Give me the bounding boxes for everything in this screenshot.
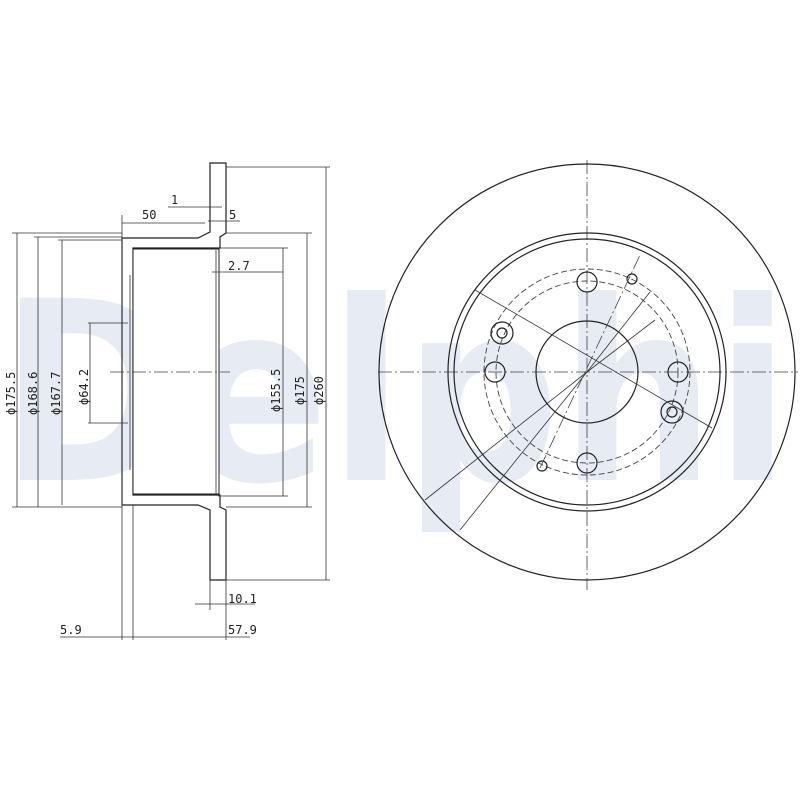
dim-2-7: 2.7: [228, 259, 250, 273]
center-bore: [535, 320, 639, 424]
dim-phi-64-2: ϕ64.2: [77, 369, 91, 405]
threaded-hole: [660, 400, 684, 424]
threaded-hole: [490, 321, 514, 345]
dim-57-9: 57.9: [228, 623, 257, 637]
small-hole: [536, 460, 548, 472]
dim-phi-175: ϕ175: [293, 376, 307, 405]
small-hole: [626, 273, 638, 285]
dim-5: 5: [229, 208, 236, 222]
dim-phi-155-5: ϕ155.5: [269, 369, 283, 412]
delphi-watermark: Delphi: [0, 248, 790, 539]
dim-10-1: 10.1: [228, 592, 257, 606]
dim-50: 50: [142, 208, 156, 222]
bolt-hole: [576, 452, 598, 474]
dim-5-9: 5.9: [60, 623, 82, 637]
dim-phi-175-5: ϕ175.5: [4, 372, 18, 415]
dim-phi-260: ϕ260: [312, 376, 326, 405]
dim-phi-167-7: ϕ167.7: [49, 372, 63, 415]
front-view: [378, 160, 798, 590]
dim-phi-168-6: ϕ168.6: [26, 372, 40, 415]
bolt-hole: [484, 361, 506, 383]
side-section-view: 1 50 5 2.7 10.1 5.9 57.9 ϕ175.5 ϕ168.6 ϕ…: [4, 162, 330, 640]
bolt-hole: [576, 271, 598, 293]
bolt-hole: [667, 361, 689, 383]
dim-1: 1: [171, 193, 178, 207]
disc-outer-edge: [378, 163, 796, 581]
